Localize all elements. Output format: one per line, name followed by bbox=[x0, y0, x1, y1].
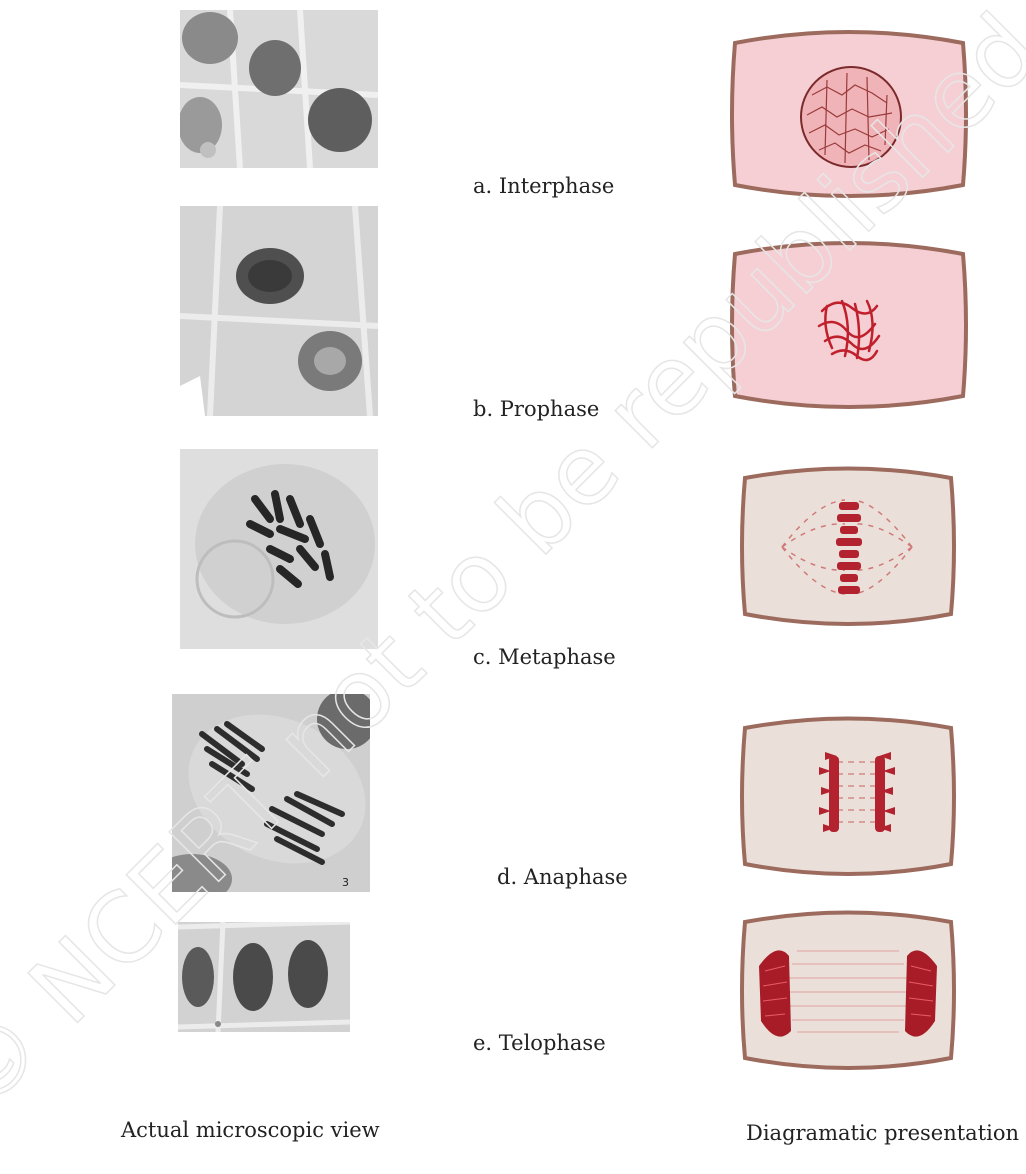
label-prophase: b. Prophase bbox=[473, 397, 599, 421]
diagram-anaphase bbox=[737, 712, 959, 882]
diagram-prophase bbox=[727, 236, 971, 414]
diagram-metaphase bbox=[737, 462, 959, 632]
diagram-interphase bbox=[727, 25, 971, 203]
label-anaphase: d. Anaphase bbox=[497, 865, 628, 889]
svg-text:3: 3 bbox=[342, 876, 349, 889]
caption-microscopic-view: Actual microscopic view bbox=[121, 1118, 380, 1142]
caption-diagramatic-presentation: Diagramatic presentation bbox=[746, 1121, 1019, 1145]
label-metaphase: c. Metaphase bbox=[473, 645, 616, 669]
micrograph-prophase bbox=[180, 206, 378, 416]
micrograph-interphase bbox=[180, 10, 378, 168]
label-telophase: e. Telophase bbox=[473, 1031, 606, 1055]
micrograph-anaphase: 3 bbox=[172, 694, 370, 892]
micrograph-telophase bbox=[178, 922, 350, 1032]
label-interphase: a. Interphase bbox=[473, 174, 614, 198]
diagram-telophase bbox=[737, 906, 959, 1076]
micrograph-metaphase bbox=[180, 449, 378, 649]
